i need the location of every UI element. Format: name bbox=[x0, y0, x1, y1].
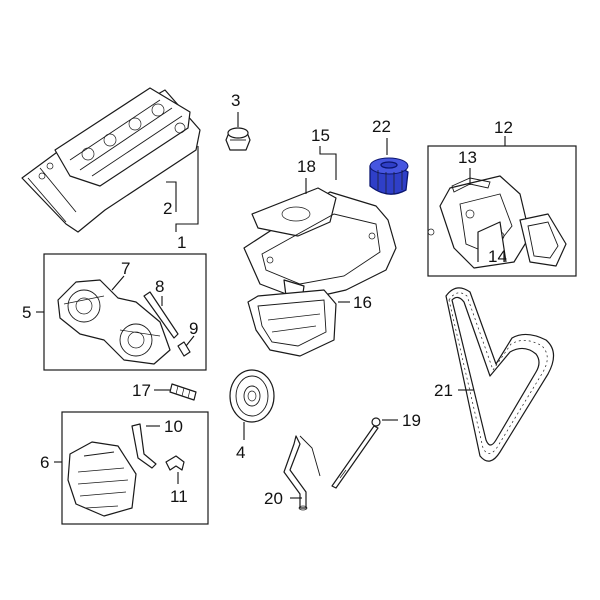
label-10: 10 bbox=[164, 417, 183, 436]
oil-filter[interactable] bbox=[369, 157, 409, 195]
label-11: 11 bbox=[170, 487, 188, 506]
crankshaft-pulley[interactable] bbox=[229, 369, 275, 423]
water-hose-11[interactable] bbox=[165, 455, 185, 471]
label-8: 8 bbox=[155, 277, 164, 296]
timing-belt[interactable] bbox=[445, 287, 555, 462]
leader-7 bbox=[111, 275, 125, 291]
label-15: 15 bbox=[311, 126, 330, 145]
label-3: 3 bbox=[231, 91, 240, 110]
belt-cover-seal[interactable] bbox=[143, 291, 179, 339]
label-17: 17 bbox=[132, 381, 151, 400]
timing-cover-gasket[interactable] bbox=[477, 221, 507, 263]
group-box-6 bbox=[61, 411, 209, 525]
label-4: 4 bbox=[236, 443, 245, 462]
group-box-12 bbox=[427, 145, 577, 277]
leader-15 bbox=[319, 146, 337, 180]
dipstick-tube[interactable] bbox=[283, 435, 321, 511]
label-7: 7 bbox=[121, 259, 130, 278]
leader-1 bbox=[175, 146, 199, 232]
upper-oil-pan[interactable] bbox=[243, 187, 397, 301]
dowel-pin[interactable] bbox=[169, 383, 197, 401]
leader-9 bbox=[185, 335, 195, 347]
lower-oil-pan[interactable] bbox=[247, 289, 337, 357]
lower-timing-cover[interactable] bbox=[57, 279, 171, 365]
label-2: 2 bbox=[163, 199, 172, 218]
label-12: 12 bbox=[494, 118, 513, 137]
label-14: 14 bbox=[488, 247, 507, 266]
label-9: 9 bbox=[189, 319, 198, 338]
label-20: 20 bbox=[264, 489, 283, 508]
oil-filler-cap[interactable] bbox=[225, 127, 251, 151]
label-13: 13 bbox=[458, 148, 477, 167]
leader-2 bbox=[166, 181, 177, 212]
timing-cover-inner[interactable] bbox=[67, 441, 137, 517]
belt-cover-bolt[interactable] bbox=[177, 341, 191, 357]
label-1: 1 bbox=[177, 233, 186, 252]
label-22: 22 bbox=[372, 117, 391, 136]
label-21: 21 bbox=[434, 381, 453, 400]
label-5: 5 bbox=[22, 303, 31, 322]
water-hose-10[interactable] bbox=[131, 423, 157, 469]
oil-dipstick[interactable] bbox=[331, 417, 381, 489]
valve-cover[interactable] bbox=[21, 87, 201, 233]
label-16: 16 bbox=[353, 293, 372, 312]
label-18: 18 bbox=[297, 157, 316, 176]
label-6: 6 bbox=[40, 453, 49, 472]
upper-timing-cover[interactable] bbox=[439, 175, 567, 269]
label-19: 19 bbox=[402, 411, 421, 430]
